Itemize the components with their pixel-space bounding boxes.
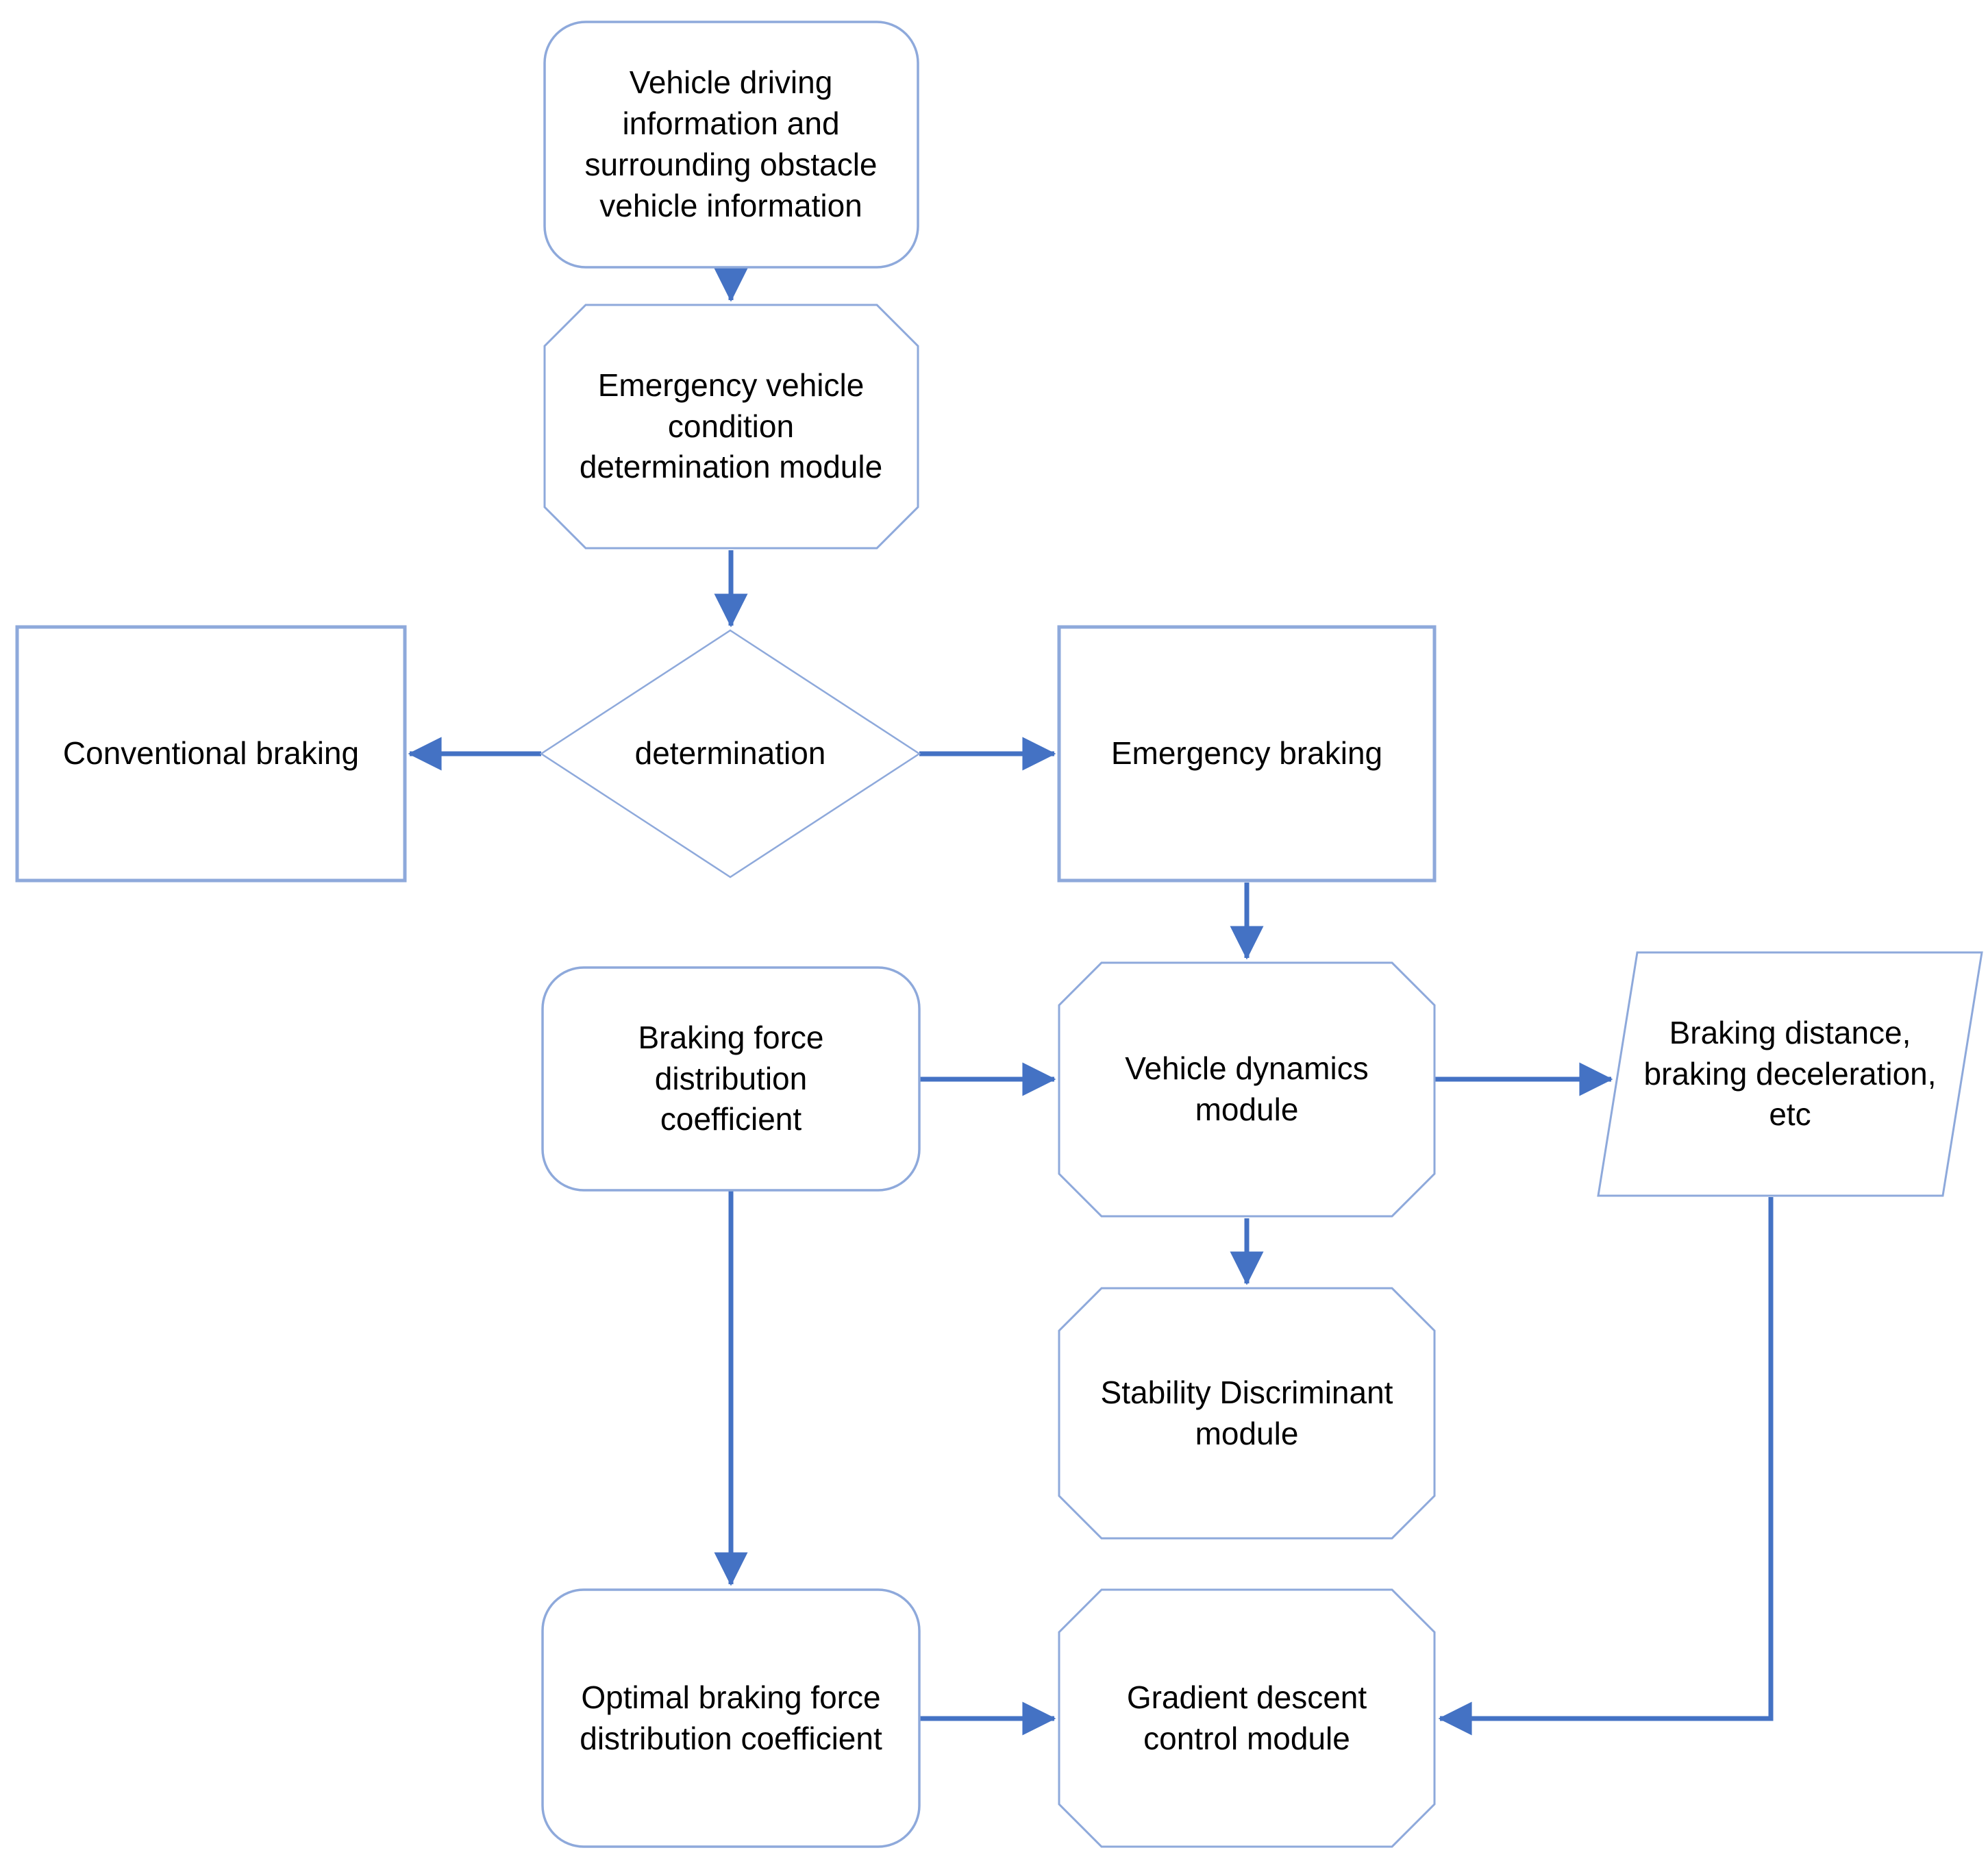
node-input-label: Vehicle driving information and surround…	[584, 64, 878, 223]
node-determination-shape	[539, 629, 921, 878]
node-braking-outputs-shape	[1597, 951, 1983, 1197]
edge-braking-outputs-to-gradient-descent	[1438, 1197, 1774, 1736]
node-vehicle-dynamics-label: Vehicle dynamics module	[1125, 1050, 1369, 1127]
node-braking-outputs-label: Braking distance, braking deceleration, …	[1643, 1014, 1937, 1133]
node-braking-coefficient-shape	[541, 966, 921, 1192]
node-emergency-module-shape	[543, 304, 919, 550]
node-optimal-coefficient-label: Optimal braking force distribution coeff…	[580, 1679, 882, 1756]
node-determination-label: determination	[634, 735, 826, 772]
node-braking-coefficient-label: Braking force distribution coefficient	[638, 1019, 824, 1137]
node-input-shape	[543, 21, 919, 269]
node-stability-discriminant-label: Stability Discriminant module	[1100, 1374, 1393, 1451]
node-conventional-braking-label: Conventional braking	[62, 735, 360, 772]
node-gradient-descent-shape	[1058, 1588, 1436, 1848]
node-stability-discriminant-shape	[1058, 1287, 1436, 1540]
node-conventional-braking-shape	[15, 625, 407, 883]
node-vehicle-dynamics-shape	[1058, 961, 1436, 1218]
node-gradient-descent-label: Gradient descent control module	[1126, 1679, 1367, 1756]
node-optimal-coefficient-shape	[541, 1588, 921, 1848]
node-emergency-braking-shape	[1057, 625, 1437, 883]
node-emergency-module-label: Emergency vehicle condition determinatio…	[579, 367, 883, 485]
node-emergency-braking-label: Emergency braking	[1110, 735, 1383, 772]
